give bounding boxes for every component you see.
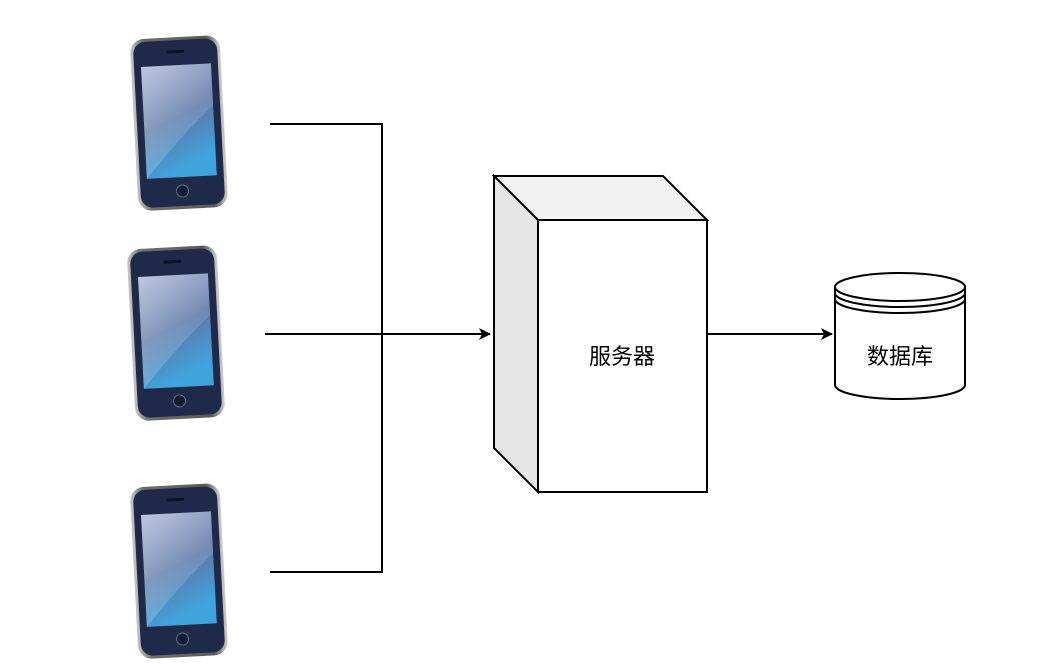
smartphone-icon: [130, 35, 228, 211]
server-box: [491, 173, 710, 495]
client-connectors: [265, 123, 491, 573]
database-cylinder: [834, 272, 966, 400]
server-front-face: [537, 219, 708, 493]
connector-line: [270, 123, 383, 334]
database-label: 数据库: [867, 345, 933, 370]
server-side-face: [493, 173, 539, 495]
smartphone-icon: [127, 245, 225, 421]
smartphone-icon: [130, 483, 228, 659]
connector-line: [270, 334, 383, 573]
server-label: 服务器: [589, 345, 655, 370]
